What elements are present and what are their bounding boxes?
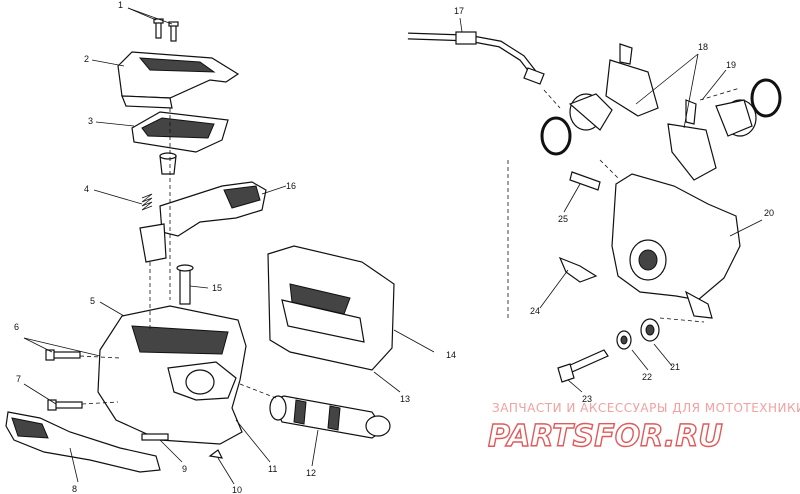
callout-17: 17: [454, 6, 464, 16]
callout-5: 5: [90, 296, 95, 306]
leader-lines: [23, 7, 763, 485]
callout-24: 24: [530, 306, 540, 316]
callout-4: 4: [84, 184, 89, 194]
alignment-line: [599, 159, 619, 179]
part-pivot-15: [176, 264, 194, 305]
part-bolt-9: [141, 433, 169, 441]
alignment-line: [239, 383, 277, 399]
part-piston-12: [269, 395, 391, 439]
callout-2: 2: [84, 54, 89, 64]
part-brake-pad-18b: [667, 99, 717, 181]
part-screws-1: [153, 18, 179, 42]
callout-11: 11: [268, 464, 277, 474]
callout-22: 22: [642, 372, 652, 382]
callout-16: 16: [286, 181, 296, 191]
watermark-caption: ЗАПЧАСТИ И АКСЕССУАРЫ ДЛЯ МОТОТЕХНИКИ: [492, 401, 800, 415]
callout-25: 25: [558, 214, 568, 224]
part-pin-24: [558, 256, 598, 283]
callout-15: 15: [212, 283, 222, 293]
part-brake-line-17: [407, 31, 545, 85]
part-seal-ring: [540, 78, 782, 156]
callout-1: 1: [118, 0, 123, 10]
part-bolt-6: [45, 349, 81, 361]
callout-13: 13: [400, 394, 410, 404]
part-reservoir-lid-13: [267, 245, 395, 371]
part-cover-2: [117, 51, 240, 109]
callout-19: 19: [726, 60, 736, 70]
callout-20: 20: [764, 208, 774, 218]
part-bolt-23: [557, 349, 609, 383]
part-body-5: [97, 305, 247, 445]
callout-12: 12: [306, 468, 316, 478]
callout-7: 7: [16, 374, 21, 384]
callout-8: 8: [72, 484, 77, 494]
callout-18: 18: [698, 42, 708, 52]
part-bleeder-25: [569, 171, 601, 191]
part-hand-lever-8: [5, 411, 161, 473]
part-lever-16: [139, 181, 267, 263]
callout-6: 6: [14, 322, 19, 332]
alignment-line: [659, 317, 705, 323]
part-piston-19: [568, 93, 757, 137]
part-plunger: [159, 152, 177, 175]
part-diaphragm-3: [131, 111, 229, 153]
watermark-brand: PARTSFOR.RU: [488, 419, 723, 454]
part-clip-10: [208, 449, 224, 459]
part-spring-4: [141, 193, 153, 211]
part-washer-21: [640, 318, 660, 342]
alignment-line: [543, 89, 561, 109]
alignment-line: [81, 401, 119, 405]
callout-21: 21: [670, 362, 680, 372]
alignment-line: [699, 87, 741, 101]
callout-9: 9: [182, 464, 187, 474]
part-washer-22: [616, 330, 632, 350]
callout-10: 10: [232, 485, 242, 494]
callout-3: 3: [88, 116, 93, 126]
part-caliper-20: [611, 173, 741, 319]
callout-14: 14: [446, 350, 456, 360]
callout-23: 23: [582, 394, 592, 404]
part-brake-pad-18a: [605, 43, 659, 117]
part-bolt-7: [47, 399, 83, 411]
